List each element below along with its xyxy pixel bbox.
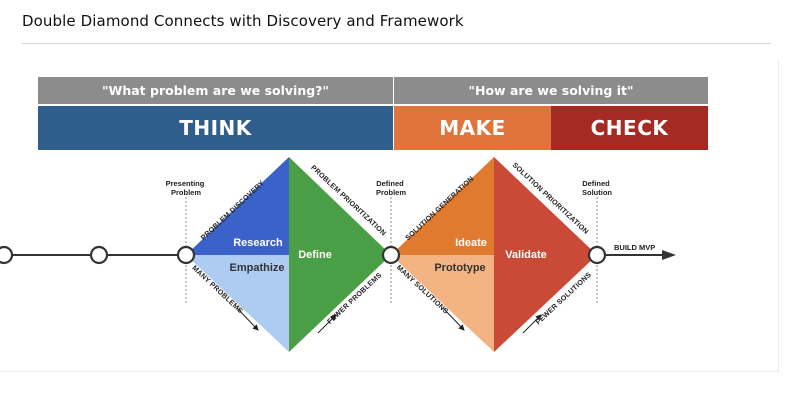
check-phase-bar: CHECK — [551, 106, 708, 150]
milestone-circle-defined-problem — [381, 245, 401, 265]
many-solutions-arrow — [442, 307, 465, 331]
question-band-left: "What problem are we solving?" — [38, 77, 393, 104]
research-label: Research — [233, 237, 283, 249]
presenting-line-1: Presenting — [166, 179, 205, 188]
prototype-quadrant — [391, 255, 494, 352]
page-title: Double Diamond Connects with Discovery a… — [22, 12, 464, 30]
milestone-circle-start — [0, 245, 14, 265]
ideate-label: Ideate — [455, 237, 487, 249]
think-phase-bar: THINK — [38, 106, 393, 150]
validate-quadrant — [494, 157, 597, 352]
milestone-circle-2 — [89, 245, 109, 265]
define-quadrant — [289, 157, 391, 352]
define-label: Define — [298, 249, 332, 261]
defined-problem-label: Defined Problem — [376, 179, 406, 197]
research-quadrant — [186, 157, 289, 255]
ideate-quadrant — [391, 157, 494, 255]
fewer-solutions-arrow — [522, 314, 542, 334]
presenting-line-2: Problem — [171, 188, 201, 197]
fewer-problems-arrow — [317, 314, 337, 334]
validate-label: Validate — [505, 249, 547, 261]
make-label: MAKE — [439, 116, 506, 140]
defined-problem-line-2: Problem — [376, 188, 406, 197]
check-label: CHECK — [590, 116, 669, 140]
empathize-label: Empathize — [229, 262, 284, 274]
make-phase-bar: MAKE — [394, 106, 551, 150]
defined-solution-line-1: Defined — [582, 179, 610, 188]
think-label: THINK — [179, 116, 252, 140]
defined-solution-line-2: Solution — [582, 188, 612, 197]
empathize-quadrant — [186, 255, 289, 352]
presenting-problem-label: Presenting Problem — [166, 179, 207, 197]
prototype-label: Prototype — [434, 262, 485, 274]
question-right-label: "How are we solving it" — [468, 83, 634, 98]
milestone-circle-defined-solution — [587, 245, 607, 265]
defined-problem-line-1: Defined — [376, 179, 404, 188]
question-band-right: "How are we solving it" — [394, 77, 708, 104]
many-problems-arrow — [236, 307, 259, 331]
frame-border-bottom — [0, 371, 779, 372]
title-divider — [22, 43, 771, 44]
defined-solution-label: Defined Solution — [582, 179, 612, 197]
frame-border-right — [778, 60, 779, 372]
question-left-label: "What problem are we solving?" — [102, 83, 329, 98]
timeline-arrowhead — [662, 250, 676, 260]
milestone-circle-presenting — [176, 245, 196, 265]
build-mvp-label: BUILD MVP — [614, 243, 655, 252]
